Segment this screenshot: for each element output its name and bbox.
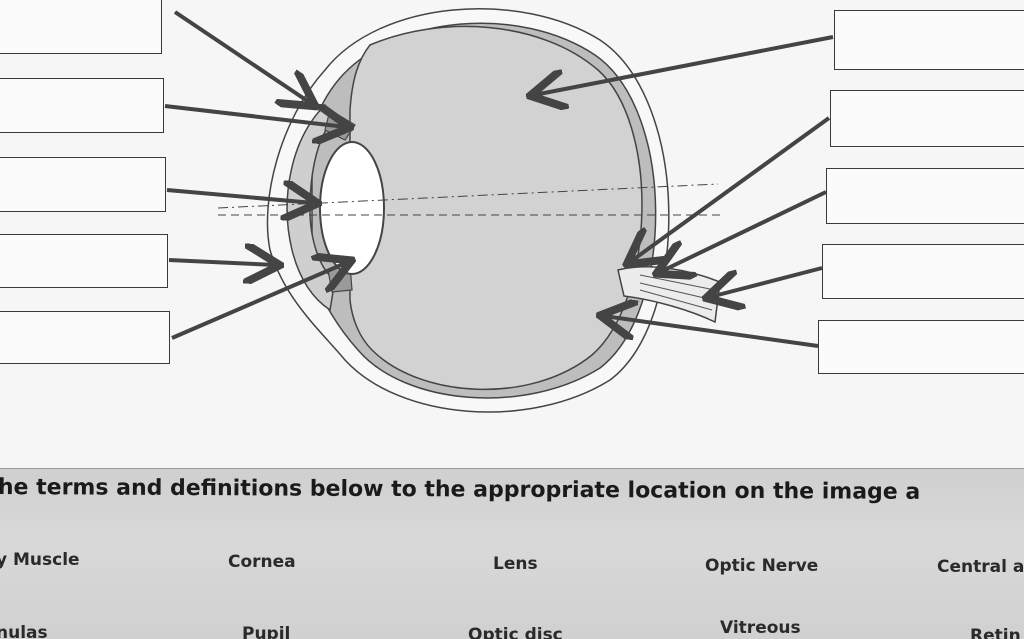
label-arrow bbox=[166, 190, 314, 203]
lens bbox=[319, 141, 385, 275]
instructions-heading: he terms and definitions below to the ap… bbox=[0, 475, 921, 505]
eye-diagram-area bbox=[0, 0, 1024, 413]
label-arrow bbox=[171, 262, 348, 340]
term-vitreous[interactable]: Vitreous bbox=[720, 618, 801, 638]
drop-box-left-1[interactable] bbox=[0, 0, 162, 54]
drop-box-left-3[interactable] bbox=[0, 157, 166, 212]
drop-box-right-3[interactable] bbox=[826, 168, 1024, 224]
term-pupil[interactable]: Pupil bbox=[242, 624, 291, 639]
term-muscle[interactable]: y Muscle bbox=[0, 550, 80, 570]
term-central[interactable]: Central a bbox=[937, 557, 1024, 577]
term-zonulas[interactable]: nulas bbox=[0, 623, 48, 639]
drop-box-right-5[interactable] bbox=[818, 320, 1024, 374]
term-optic-nerve[interactable]: Optic Nerve bbox=[705, 556, 819, 576]
vitreous-body bbox=[349, 25, 643, 391]
label-arrow bbox=[710, 266, 823, 297]
term-cornea[interactable]: Cornea bbox=[228, 552, 296, 572]
label-arrow bbox=[168, 260, 276, 265]
term-retina[interactable]: Retin bbox=[970, 626, 1021, 639]
drop-box-right-2[interactable] bbox=[830, 90, 1024, 147]
term-optic-disc[interactable]: Optic disc bbox=[468, 625, 563, 639]
drop-box-right-4[interactable] bbox=[822, 244, 1024, 299]
label-arrow bbox=[660, 190, 827, 272]
label-arrow bbox=[604, 316, 819, 348]
label-arrow bbox=[173, 10, 312, 104]
term-lens[interactable]: Lens bbox=[493, 554, 538, 574]
label-arrow bbox=[630, 116, 831, 262]
label-arrow bbox=[534, 35, 834, 95]
label-arrow bbox=[164, 106, 346, 127]
drop-box-left-4[interactable] bbox=[0, 234, 168, 288]
eye-diagram bbox=[164, 8, 834, 413]
drop-box-left-5[interactable] bbox=[0, 311, 170, 364]
drop-box-left-2[interactable] bbox=[0, 78, 164, 133]
drop-box-right-1[interactable] bbox=[834, 10, 1024, 70]
terms-panel bbox=[0, 468, 1024, 639]
